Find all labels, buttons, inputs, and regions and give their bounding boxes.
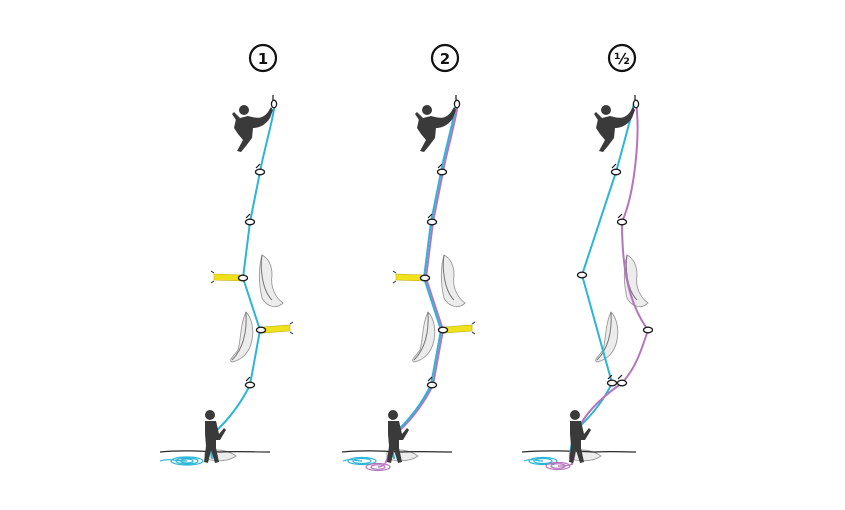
belayer-figure — [387, 410, 409, 463]
panel-label-half: ½ — [607, 43, 637, 73]
rope-coil-blue — [159, 456, 204, 466]
ground-line — [341, 450, 453, 453]
anchor-bolt — [453, 95, 461, 109]
anchor-bolt — [632, 95, 640, 109]
clip-4 — [437, 326, 449, 334]
clip-blue-2 — [576, 271, 588, 279]
rock-feature-lower — [412, 311, 436, 363]
clip-1 — [436, 163, 448, 176]
clip-5 — [244, 376, 256, 389]
clip-purple-1 — [616, 213, 628, 226]
single-rope-panel: 1 — [159, 43, 294, 466]
clip-purple-2 — [642, 326, 654, 334]
label-single-text: 1 — [258, 50, 268, 68]
clip-2 — [244, 213, 256, 226]
clip-1 — [254, 163, 266, 176]
anchor-bolt — [270, 95, 278, 109]
rock-feature-upper — [258, 254, 284, 308]
clip-5 — [426, 376, 438, 389]
climber-figure — [415, 105, 456, 152]
rock-feature-lower — [230, 311, 254, 363]
clip-blue-3 — [606, 374, 618, 387]
clip-purple-3 — [616, 374, 628, 387]
climber-figure — [232, 105, 273, 152]
rope-coil-blue — [342, 456, 377, 466]
rope-coil-purple — [365, 461, 391, 472]
belayer-figure — [569, 410, 591, 463]
climber-figure — [594, 105, 635, 152]
quickdraw-sling-upper — [392, 270, 425, 284]
quickdraw-sling-lower — [261, 321, 294, 335]
clip-4 — [255, 326, 267, 334]
quickdraw-sling-lower — [443, 321, 476, 335]
panel-label-twin: 2 — [430, 43, 460, 73]
clip-blue-1 — [610, 163, 622, 176]
clip-3 — [419, 274, 431, 282]
clip-2 — [426, 213, 438, 226]
twin-rope-panel: 2 — [341, 43, 476, 472]
quickdraw-sling-upper — [210, 270, 243, 284]
rock-feature-lower — [595, 311, 619, 363]
rope-coil-purple — [545, 461, 573, 471]
rope-coil-blue — [523, 456, 558, 466]
panel-label-single: 1 — [248, 43, 278, 73]
label-half-text: ½ — [614, 50, 630, 68]
label-twin-text: 2 — [440, 50, 450, 68]
clip-3 — [237, 274, 249, 282]
ground-line — [521, 450, 637, 453]
ground-line — [159, 450, 271, 453]
belayer-figure — [204, 410, 226, 463]
half-rope-panel: ½ — [521, 43, 654, 471]
rock-feature-upper — [440, 254, 466, 308]
